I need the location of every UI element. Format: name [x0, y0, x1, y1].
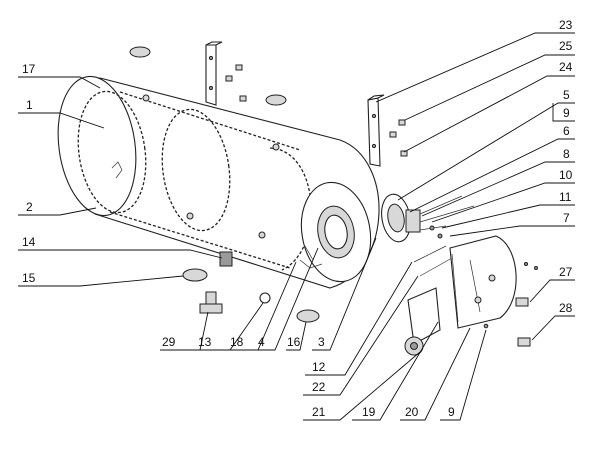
callout-16: 16: [287, 335, 301, 349]
callout-19: 19: [362, 405, 376, 419]
callout-9-top: 9: [563, 106, 570, 120]
callout-13: 13: [198, 335, 212, 349]
callout-8: 8: [563, 147, 570, 161]
wall-bracket-left: [205, 41, 223, 106]
callout-3: 3: [318, 335, 325, 349]
cap-13-icon: [259, 292, 271, 304]
plug-15-icon: [182, 268, 208, 282]
gasket-16-icon: [296, 309, 320, 323]
label-plate-14-icon: [219, 251, 233, 267]
callout-27: 27: [559, 265, 573, 279]
valve-29-icon: [199, 291, 223, 314]
callout-5: 5: [563, 88, 570, 102]
heating-element-assembly: [381, 193, 475, 277]
clip-27-icon: [515, 297, 529, 307]
callout-25: 25: [559, 39, 573, 53]
callout-2: 2: [26, 200, 33, 214]
callout-7: 7: [563, 211, 570, 225]
callout-18: 18: [230, 335, 244, 349]
callout-4: 4: [258, 335, 265, 349]
callout-23: 23: [559, 18, 573, 32]
bracket-fasteners: [225, 64, 408, 157]
callout-9-bottom: 9: [448, 405, 455, 419]
callout-labels: 23 25 24 5 9 6 8 10 11 7 27 28 17 1 2 14…: [22, 18, 573, 419]
callout-11: 11: [559, 190, 572, 204]
callout-6: 6: [563, 124, 570, 138]
callout-28: 28: [559, 301, 573, 315]
wall-bracket-right: [367, 94, 385, 167]
callout-17: 17: [22, 62, 36, 76]
callout-24: 24: [559, 60, 573, 74]
callout-29: 29: [162, 335, 176, 349]
screw-icon: [483, 323, 489, 329]
callout-20: 20: [405, 405, 419, 419]
callout-10: 10: [559, 168, 573, 182]
callout-21: 21: [312, 405, 326, 419]
leader-lines: [18, 32, 575, 421]
cap-washer-icon: [129, 46, 151, 58]
thermostat-knob: [404, 287, 441, 356]
callout-14: 14: [22, 235, 36, 249]
callout-15: 15: [22, 271, 36, 285]
cap-washer-icon: [265, 94, 287, 106]
screw-icon: [524, 262, 528, 266]
screw-icon: [534, 266, 538, 270]
callout-22: 22: [312, 380, 326, 394]
callout-12: 12: [312, 360, 326, 374]
callout-1: 1: [26, 98, 33, 112]
tank-flange-opening: [299, 181, 372, 283]
clip-28-icon: [517, 337, 531, 347]
cover-panel: [449, 235, 517, 329]
